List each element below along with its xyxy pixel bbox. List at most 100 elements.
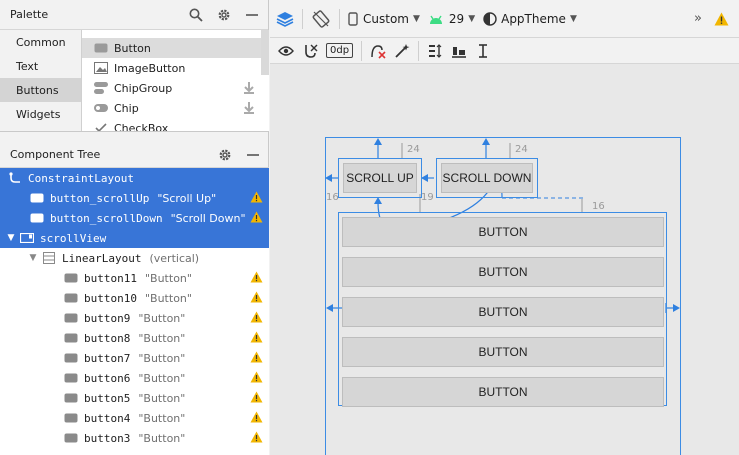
expand-arrow-icon[interactable]: ▼ (29, 253, 37, 263)
overflow-button[interactable]: » (694, 11, 702, 26)
clear-constraints-icon[interactable] (370, 40, 386, 62)
tree-row-label: "Button" (138, 411, 186, 425)
toolbar-separator (418, 40, 420, 61)
tree-row[interactable]: button3"Button" (0, 428, 269, 448)
tree-row-label: "Scroll Up" (157, 191, 217, 205)
palette-item[interactable]: CheckBox (82, 118, 269, 131)
palette-header: Palette (0, 0, 268, 30)
tree-row-label: "Button" (144, 291, 192, 305)
palette-scrollbar[interactable] (261, 30, 269, 75)
button-icon (94, 42, 108, 54)
layout-button[interactable]: BUTTON (342, 377, 664, 407)
gear-icon[interactable] (216, 7, 232, 23)
tree-row[interactable]: button10"Button" (0, 288, 269, 308)
palette-item[interactable]: Button (82, 38, 269, 58)
eye-icon[interactable] (278, 40, 294, 62)
api-level-dropdown[interactable]: 29 ▼ (428, 8, 475, 30)
tree-row[interactable]: button_scrollUp "Scroll Up" (0, 188, 269, 208)
palette-item-label: CheckBox (114, 121, 169, 132)
palette-item[interactable]: ImageButton (82, 58, 269, 78)
margin-label: 24 (407, 144, 420, 155)
tree-row[interactable]: button5"Button" (0, 388, 269, 408)
warning-icon[interactable] (250, 411, 263, 426)
tree-row-label: "Button" (144, 271, 192, 285)
tree-row-id: button8 (84, 331, 131, 345)
warning-icon[interactable] (250, 271, 263, 286)
minimize-icon[interactable] (245, 147, 261, 163)
minimize-icon[interactable] (244, 7, 260, 23)
tree-row-id: LinearLayout (62, 251, 142, 265)
theme-dropdown[interactable]: AppTheme ▼ (483, 8, 577, 30)
palette-item-label: ChipGroup (114, 81, 173, 95)
align-icon[interactable] (451, 40, 467, 62)
toolbar-separator (302, 8, 303, 29)
linear-layout-icon (42, 252, 56, 264)
layout-button[interactable]: BUTTON (342, 257, 664, 287)
warning-icon[interactable] (250, 311, 263, 326)
tree-row[interactable]: button9"Button" (0, 308, 269, 328)
autoconnect-icon[interactable] (302, 40, 318, 62)
device-dropdown[interactable]: Custom ▼ (348, 8, 420, 30)
device-frame[interactable] (325, 137, 681, 455)
orientation-icon[interactable] (311, 8, 331, 30)
warning-icon[interactable] (714, 8, 729, 30)
tree-row-id: button_scrollUp (50, 191, 150, 205)
expand-arrow-icon[interactable]: ▼ (7, 233, 15, 243)
palette-category[interactable]: Common (16, 35, 66, 49)
design-canvas[interactable]: 24 24 16 19 16 SCROLL UP SCROLL DOWN BUT… (270, 64, 739, 455)
scroll-up-button[interactable]: SCROLL UP (343, 163, 417, 193)
palette-item[interactable]: Chip (82, 98, 269, 118)
default-margin-value: 0dp (326, 43, 354, 58)
download-icon[interactable] (243, 82, 255, 97)
warning-icon[interactable] (250, 211, 263, 226)
warning-icon[interactable] (250, 351, 263, 366)
tree-row[interactable]: button8"Button" (0, 328, 269, 348)
warning-icon[interactable] (250, 431, 263, 446)
layout-button[interactable]: BUTTON (342, 297, 664, 327)
tree-row[interactable]: button4"Button" (0, 408, 269, 428)
toolbar-separator (361, 40, 363, 61)
palette-items-top-gap (82, 30, 269, 38)
tree-row[interactable]: button7"Button" (0, 348, 269, 368)
scroll-down-button[interactable]: SCROLL DOWN (441, 163, 533, 193)
gear-icon[interactable] (217, 147, 233, 163)
warning-icon[interactable] (250, 391, 263, 406)
tree-row-id: button3 (84, 431, 131, 445)
chip-icon (94, 102, 108, 114)
tree-row[interactable]: button6"Button" (0, 368, 269, 388)
pack-icon[interactable] (427, 40, 443, 62)
default-margin-field[interactable]: 0dp (326, 40, 354, 62)
download-icon[interactable] (243, 102, 255, 117)
search-icon[interactable] (188, 7, 204, 23)
design-toolbar: Custom ▼ 29 ▼ AppTheme ▼ » (270, 0, 739, 38)
palette-item[interactable]: ChipGroup (82, 78, 269, 98)
component-tree-header: Component Tree (0, 142, 269, 168)
tree-row-label: "Scroll Down" (170, 211, 246, 225)
warning-icon[interactable] (250, 331, 263, 346)
guidelines-icon[interactable] (475, 40, 491, 62)
button-icon (64, 272, 78, 284)
scrollview-icon (20, 232, 34, 244)
theme-icon (483, 11, 497, 26)
tree-row[interactable]: ▼scrollView (0, 228, 269, 248)
tree-row[interactable]: ConstraintLayout (0, 168, 269, 188)
phone-icon (348, 11, 358, 26)
palette-category[interactable]: Widgets (16, 107, 61, 121)
warning-icon[interactable] (250, 371, 263, 386)
tree-row[interactable]: button_scrollDown"Scroll Down" (0, 208, 269, 228)
tree-row-id: button9 (84, 311, 131, 325)
tree-row[interactable]: ▼LinearLayout(vertical) (0, 248, 269, 268)
layout-button[interactable]: BUTTON (342, 337, 664, 367)
warning-icon[interactable] (250, 191, 263, 206)
tree-row[interactable]: button11"Button" (0, 268, 269, 288)
chevron-down-icon: ▼ (412, 13, 420, 24)
component-tree: ConstraintLayout button_scrollUp "Scroll U… (0, 168, 269, 455)
infer-constraints-icon[interactable] (394, 40, 410, 62)
layout-button[interactable]: BUTTON (342, 217, 664, 247)
palette-category[interactable]: Text (16, 59, 39, 73)
palette-category-selected[interactable]: Buttons (0, 78, 81, 102)
palette-item-label: ImageButton (114, 61, 186, 75)
warning-icon[interactable] (250, 291, 263, 306)
device-label: Custom (363, 11, 409, 26)
layers-icon[interactable] (276, 8, 294, 30)
